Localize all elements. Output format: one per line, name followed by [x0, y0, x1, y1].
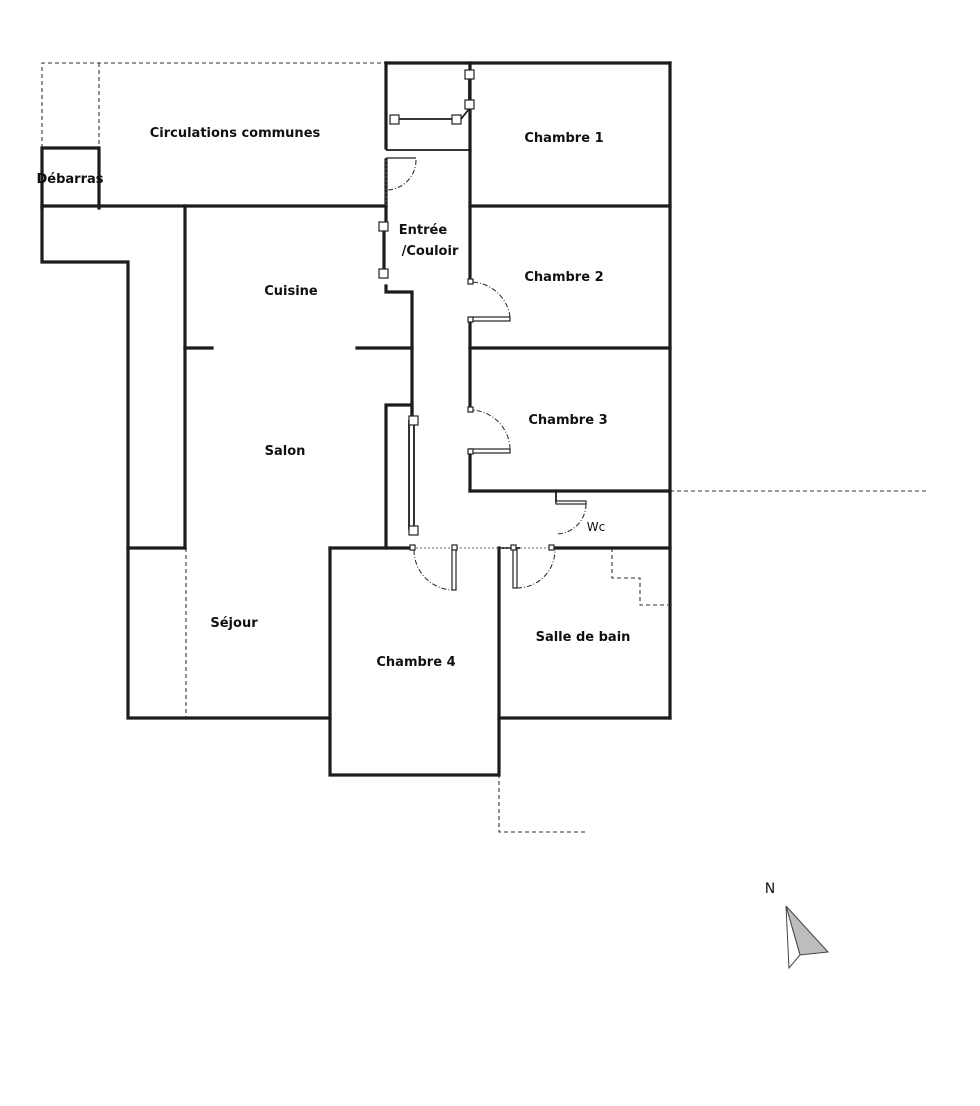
label-salle-de-bain: Salle de bain [536, 630, 631, 645]
label-salon: Salon [265, 444, 306, 459]
label-sejour: Séjour [210, 616, 258, 631]
wall-nodes [378, 69, 555, 551]
doors [385, 157, 587, 591]
label-chambre-1: Chambre 1 [524, 131, 603, 146]
label-chambre-3: Chambre 3 [528, 413, 607, 428]
label-chambre-4: Chambre 4 [376, 655, 455, 670]
label-entree: Entrée [399, 223, 448, 238]
label-wc: Wc [587, 520, 605, 534]
label-circulations-communes: Circulations communes [150, 126, 321, 141]
label-debarras: Débarras [36, 172, 103, 187]
north-letter: N [765, 881, 775, 897]
room-labels: Circulations communes Débarras Entrée /C… [36, 126, 630, 670]
windows [382, 226, 556, 549]
label-cuisine: Cuisine [264, 284, 318, 299]
label-couloir: /Couloir [402, 244, 459, 259]
label-chambre-2: Chambre 2 [524, 270, 603, 285]
north-arrow-icon: N [765, 881, 830, 970]
walls [40, 61, 672, 777]
